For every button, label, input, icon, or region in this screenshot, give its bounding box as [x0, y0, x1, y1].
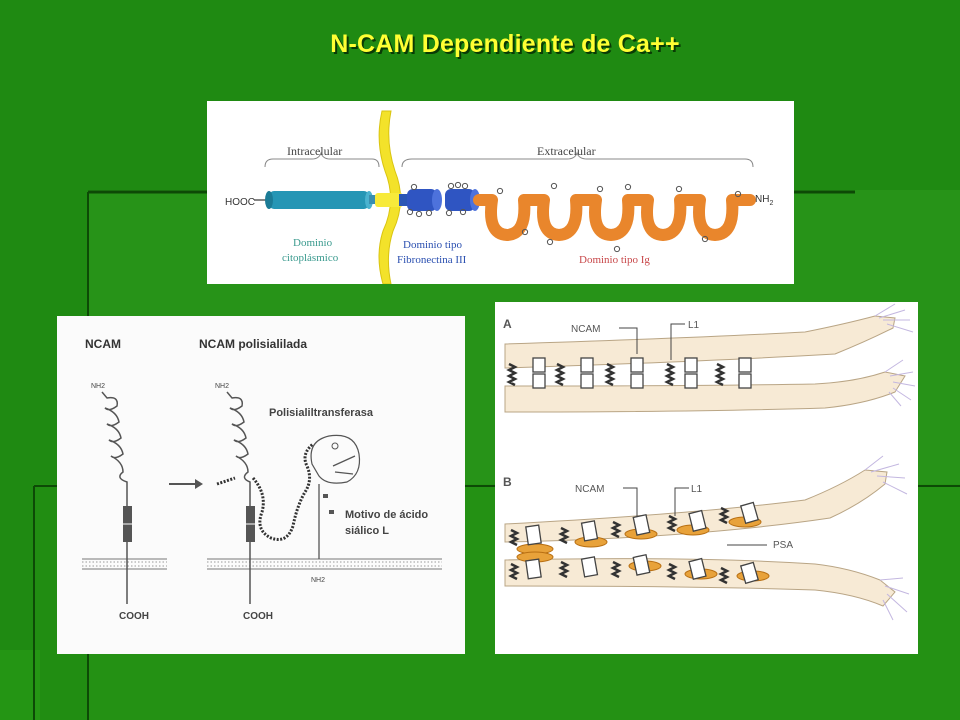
label-psa: PSA [773, 540, 793, 551]
cytoplasmic-domain-cylinder [269, 191, 369, 209]
label-motivo-line2: siálico L [345, 525, 389, 537]
ncam-polysialylated-loops [226, 391, 251, 506]
label-polisialiltransferasa: Polisialiltransferasa [269, 407, 374, 419]
axon-b-top [504, 469, 888, 543]
ncam-domain-diagram: Intracelular Extracelular HOOC NH2 [225, 110, 773, 284]
slide-title: N-CAM Dependiente de Ca++ [330, 30, 680, 58]
ncam-ig-loops [101, 391, 128, 506]
label-b: B [503, 475, 512, 489]
label-nh2-b: NH2 [215, 383, 229, 390]
label-a: A [503, 317, 512, 331]
label-ncam-a: NCAM [571, 324, 600, 335]
label-ncam-polisialilada: NCAM polisialilada [199, 337, 307, 351]
label-l1-b: L1 [691, 484, 703, 495]
membrane-right [207, 558, 442, 570]
fibronectin-domain-2 [445, 189, 475, 211]
ncam-polysialylation-figure: NCAM NCAM polisialilada NH2 COOH NH2 C [57, 316, 465, 654]
ncam-domain-structure-figure: Intracelular Extracelular HOOC NH2 [207, 101, 794, 284]
label-l1-a: L1 [688, 320, 700, 331]
label-nh2-a: NH2 [91, 383, 105, 390]
label-ncam-b: NCAM [575, 484, 604, 495]
label-cytoplasmic-domain-line2: citoplásmico [282, 252, 339, 264]
label-intracelular: Intracelular [287, 144, 342, 158]
label-fibronectin-domain-line2: Fibronectina III [397, 254, 467, 266]
l1-springs-b [508, 506, 730, 585]
cell-adhesion-figure: A NCAM L1 B NCAM L1 PS [495, 302, 918, 654]
label-ig-domain: Dominio tipo Ig [579, 254, 650, 266]
label-nh2-c: NH2 [311, 577, 325, 584]
label-hooc: HOOC [225, 197, 255, 208]
label-extracelular: Extracelular [537, 144, 596, 158]
axon-b-bottom [504, 558, 896, 607]
polysialyltransferase-enzyme [310, 434, 361, 484]
label-motivo-line1: Motivo de ácido [345, 509, 428, 521]
label-fibronectin-domain-line1: Dominio tipo [403, 239, 462, 251]
label-ncam: NCAM [85, 337, 121, 351]
label-cooh-b: COOH [243, 611, 273, 622]
label-cytoplasmic-domain-line1: Dominio [293, 237, 333, 249]
label-nh2: NH2 [755, 194, 773, 207]
membrane-left [82, 558, 167, 570]
l1-springs-a [506, 362, 726, 387]
brace-intracelular [264, 151, 380, 168]
axon-a-bottom [504, 371, 906, 413]
fibronectin-domain-1 [407, 189, 437, 211]
polysialic-acid-chain [251, 442, 314, 541]
brace-extracelular [401, 151, 754, 168]
polysialylation-diagram: NCAM NCAM polisialilada NH2 COOH NH2 C [82, 337, 442, 622]
ncam-pairs-b [525, 501, 760, 585]
cell-adhesion-diagram: A NCAM L1 B NCAM L1 PS [503, 303, 916, 621]
axon-a-top [504, 315, 896, 369]
label-cooh-a: COOH [119, 611, 149, 622]
ig-domain-loops [473, 194, 756, 241]
membrane [378, 110, 401, 284]
ncam-pairs-a [532, 357, 752, 389]
